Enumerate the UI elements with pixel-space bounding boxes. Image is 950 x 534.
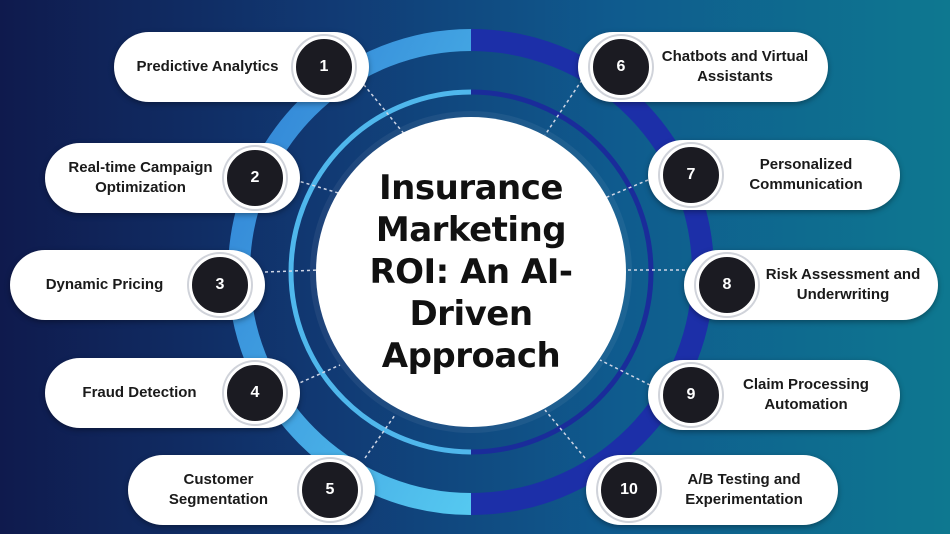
item-number-badge: 10 [598, 459, 660, 521]
center-circle: Insurance Marketing ROI: An AI-Driven Ap… [316, 117, 626, 427]
item-number-badge: 8 [696, 254, 758, 316]
item-label: Real-time Campaign Optimization [68, 159, 213, 196]
item-5: Customer Segmentation 5 [128, 455, 375, 525]
item-number-badge: 6 [590, 36, 652, 98]
item-number-badge: 4 [224, 362, 286, 424]
item-1: Predictive Analytics 1 [114, 32, 369, 102]
item-label: A/B Testing and Experimentation [685, 471, 803, 508]
item-label: Predictive Analytics [136, 58, 279, 75]
item-number-badge: 9 [660, 364, 722, 426]
item-label: Dynamic Pricing [45, 276, 164, 293]
connector-lines [264, 79, 685, 459]
item-number-badge: 7 [660, 144, 722, 206]
item-label: Claim Processing Automation [743, 376, 869, 413]
item-6: 6 Chatbots and Virtual Assistants [578, 32, 828, 102]
item-number-badge: 5 [299, 459, 361, 521]
item-8: 8 Risk Assessment and Underwriting [684, 250, 938, 320]
item-9: 9 Claim Processing Automation [648, 360, 900, 430]
item-label: Chatbots and Virtual Assistants [661, 48, 809, 85]
item-number-badge: 1 [293, 36, 355, 98]
item-3: Dynamic Pricing 3 [10, 250, 265, 320]
item-label: Fraud Detection [82, 384, 197, 401]
item-number-badge: 2 [224, 147, 286, 209]
diagram-title: Insurance Marketing ROI: An AI-Driven Ap… [369, 168, 573, 376]
inner-ring-right [470, 89, 654, 455]
item-7: 7 Personalized Communication [648, 140, 900, 210]
item-label: Personalized Communication [749, 156, 863, 193]
item-label: Customer Segmentation [168, 471, 269, 508]
item-4: Fraud Detection 4 [45, 358, 300, 428]
item-label: Risk Assessment and Underwriting [765, 266, 921, 303]
item-2: Real-time Campaign Optimization 2 [45, 143, 300, 213]
item-number-badge: 3 [189, 254, 251, 316]
item-10: 10 A/B Testing and Experimentation [586, 455, 838, 525]
